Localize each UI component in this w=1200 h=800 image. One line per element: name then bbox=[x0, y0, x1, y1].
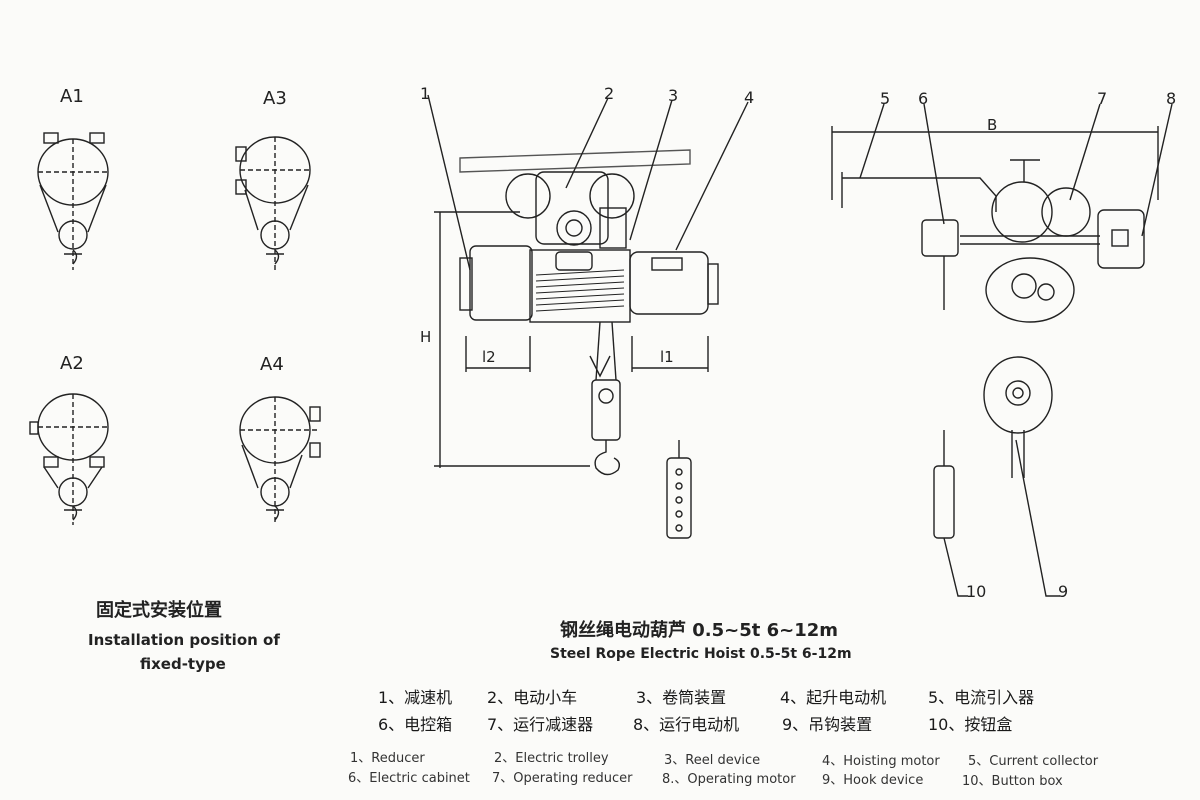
installation-title-cn: 固定式安装位置 bbox=[96, 600, 222, 621]
installation-title-en-line2: fixed-type bbox=[140, 655, 226, 673]
callout-9: 9 bbox=[1058, 582, 1069, 601]
install-position-a2-drawing bbox=[29, 393, 109, 525]
part-en-7: 7、Operating reducer bbox=[492, 771, 633, 786]
part-cn-3: 3、卷筒装置 bbox=[636, 688, 727, 707]
part-en-8: 8.、Operating motor bbox=[662, 772, 796, 787]
callout-8: 8 bbox=[1166, 89, 1177, 108]
hoist-title-en: Steel Rope Electric Hoist 0.5-5t 6-12m bbox=[550, 646, 852, 662]
install-position-label-a4: A4 bbox=[260, 354, 284, 375]
part-cn-6: 6、电控箱 bbox=[378, 715, 453, 734]
hoist-title-cn: 钢丝绳电动葫芦 0.5~5t 6~12m bbox=[560, 620, 839, 641]
part-en-1: 1、Reducer bbox=[350, 751, 425, 766]
part-en-5: 5、Current collector bbox=[968, 754, 1099, 769]
hoist-front-view bbox=[427, 94, 749, 539]
dimension-b-label: B bbox=[987, 116, 998, 134]
hoist-side-view bbox=[831, 103, 1173, 597]
callout-10: 10 bbox=[966, 582, 987, 601]
callout-4: 4 bbox=[744, 88, 755, 107]
dimension-h-label: H bbox=[420, 328, 432, 346]
installation-title-en-line1: Installation position of bbox=[88, 631, 280, 649]
part-cn-10: 10、按钮盒 bbox=[928, 715, 1013, 734]
part-en-3: 3、Reel device bbox=[664, 753, 761, 768]
install-position-label-a1: A1 bbox=[60, 86, 84, 107]
part-cn-8: 8、运行电动机 bbox=[633, 715, 740, 734]
part-en-6: 6、Electric cabinet bbox=[348, 771, 470, 786]
part-cn-7: 7、运行减速器 bbox=[487, 715, 594, 734]
callout-6: 6 bbox=[918, 89, 929, 108]
install-position-a3-drawing bbox=[235, 136, 311, 270]
install-position-a1-drawing bbox=[37, 132, 109, 270]
part-cn-1: 1、减速机 bbox=[378, 688, 453, 707]
part-en-2: 2、Electric trolley bbox=[494, 751, 609, 766]
dimension-l2-label: l2 bbox=[482, 348, 496, 366]
callout-2: 2 bbox=[604, 84, 615, 103]
part-en-10: 10、Button box bbox=[962, 774, 1063, 789]
callout-1: 1 bbox=[420, 84, 431, 103]
part-cn-9: 9、吊钩装置 bbox=[782, 715, 873, 734]
callout-7: 7 bbox=[1097, 89, 1108, 108]
part-cn-2: 2、电动小车 bbox=[487, 688, 578, 707]
install-position-label-a2: A2 bbox=[60, 353, 84, 374]
part-en-4: 4、Hoisting motor bbox=[822, 754, 940, 769]
part-cn-5: 5、电流引入器 bbox=[928, 688, 1035, 707]
install-position-label-a3: A3 bbox=[263, 88, 287, 109]
callout-5: 5 bbox=[880, 89, 891, 108]
part-cn-4: 4、起升电动机 bbox=[780, 688, 887, 707]
dimension-l1-label: l1 bbox=[660, 348, 674, 366]
callout-3: 3 bbox=[668, 86, 679, 105]
part-en-9: 9、Hook device bbox=[822, 773, 924, 788]
install-position-a4-drawing bbox=[239, 396, 321, 525]
